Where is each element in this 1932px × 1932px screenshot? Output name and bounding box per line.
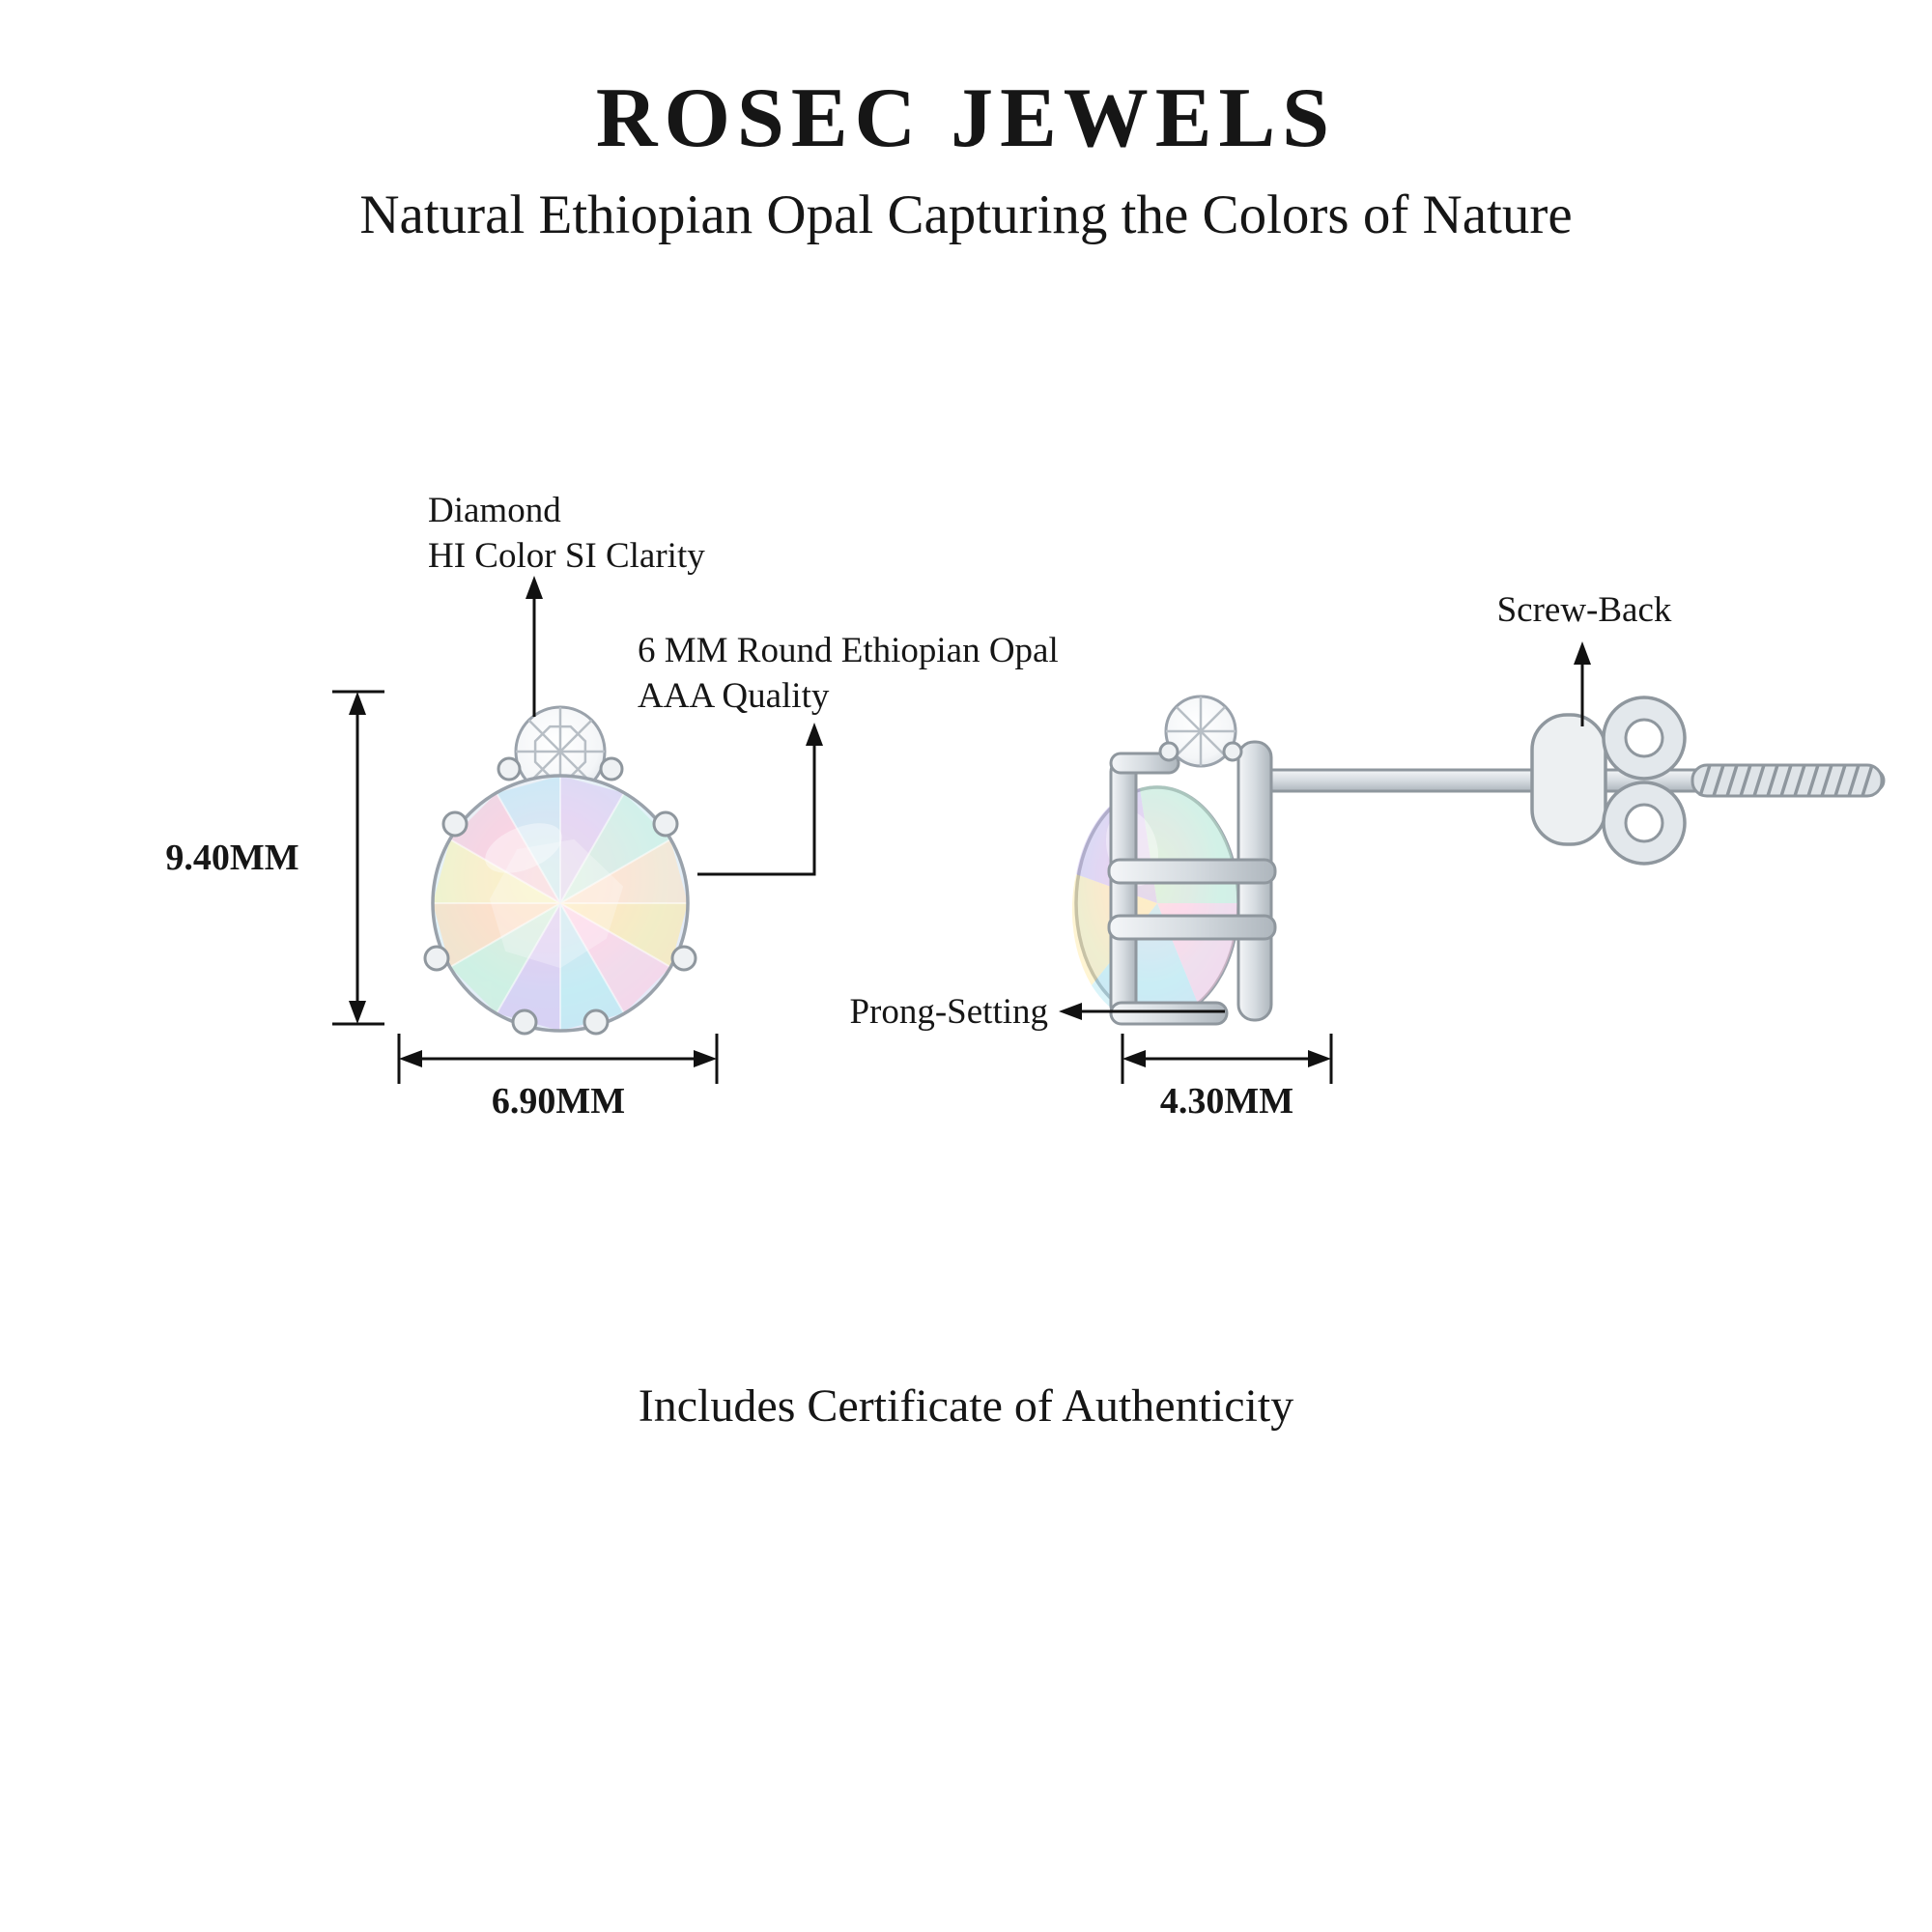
- callout-arrows: [526, 576, 1591, 1020]
- screw-back-callout-label: Screw-Back: [1496, 590, 1672, 630]
- opal-prong-bead: [582, 1009, 610, 1036]
- opal-callout-line2: AAA Quality: [638, 676, 830, 716]
- front-width-dimension: [397, 1034, 719, 1084]
- screw-back-plate: [1530, 713, 1607, 846]
- prong-setting-callout-arrow: [1059, 1003, 1225, 1020]
- diamond-prong-bead: [497, 756, 522, 781]
- dimension-lines: [332, 690, 1333, 1084]
- side-width-value: 4.30MM: [1159, 1081, 1294, 1122]
- opal-callout-line1: 6 MM Round Ethiopian Opal: [638, 631, 1059, 670]
- opal-prong-bead: [652, 810, 679, 838]
- diamond-prong-bead-side: [1158, 741, 1179, 762]
- prong-front-bar: [1109, 757, 1138, 1020]
- opal-prong-bead: [511, 1009, 538, 1036]
- opal-prong-bead: [423, 945, 450, 972]
- side-width-dimension: [1121, 1034, 1333, 1084]
- basket-rail: [1107, 858, 1277, 885]
- tagline: Natural Ethiopian Opal Capturing the Col…: [359, 185, 1573, 245]
- diamond-callout-label: Diamond HI Color SI Clarity: [428, 488, 705, 579]
- brand-title: ROSEC JEWELS: [595, 71, 1337, 165]
- diamond-callout-arrow: [526, 576, 543, 717]
- opal-prong-bead: [670, 945, 697, 972]
- opal-callout-arrow: [697, 723, 823, 876]
- diamond-callout-line2: HI Color SI Clarity: [428, 536, 705, 576]
- front-height-value: 9.40MM: [165, 838, 299, 878]
- screw-back-callout-arrow: [1574, 641, 1591, 726]
- front-width-value: 6.90MM: [491, 1081, 626, 1122]
- diamond-callout-line1: Diamond: [428, 491, 561, 530]
- diamond-prong-bead-side: [1222, 741, 1243, 762]
- opal-prong-bead: [441, 810, 469, 838]
- front-height-dimension: [332, 690, 384, 1026]
- front-view-earring-drawing: [423, 705, 697, 1036]
- opal-callout-label: 6 MM Round Ethiopian Opal AAA Quality: [638, 628, 1059, 719]
- diamond-prong-bead: [599, 756, 624, 781]
- side-view-earring-drawing: [1071, 695, 1886, 1026]
- prong-setting-callout-label: Prong-Setting: [849, 992, 1048, 1032]
- certificate-note: Includes Certificate of Authenticity: [638, 1380, 1294, 1432]
- basket-rail: [1107, 914, 1277, 941]
